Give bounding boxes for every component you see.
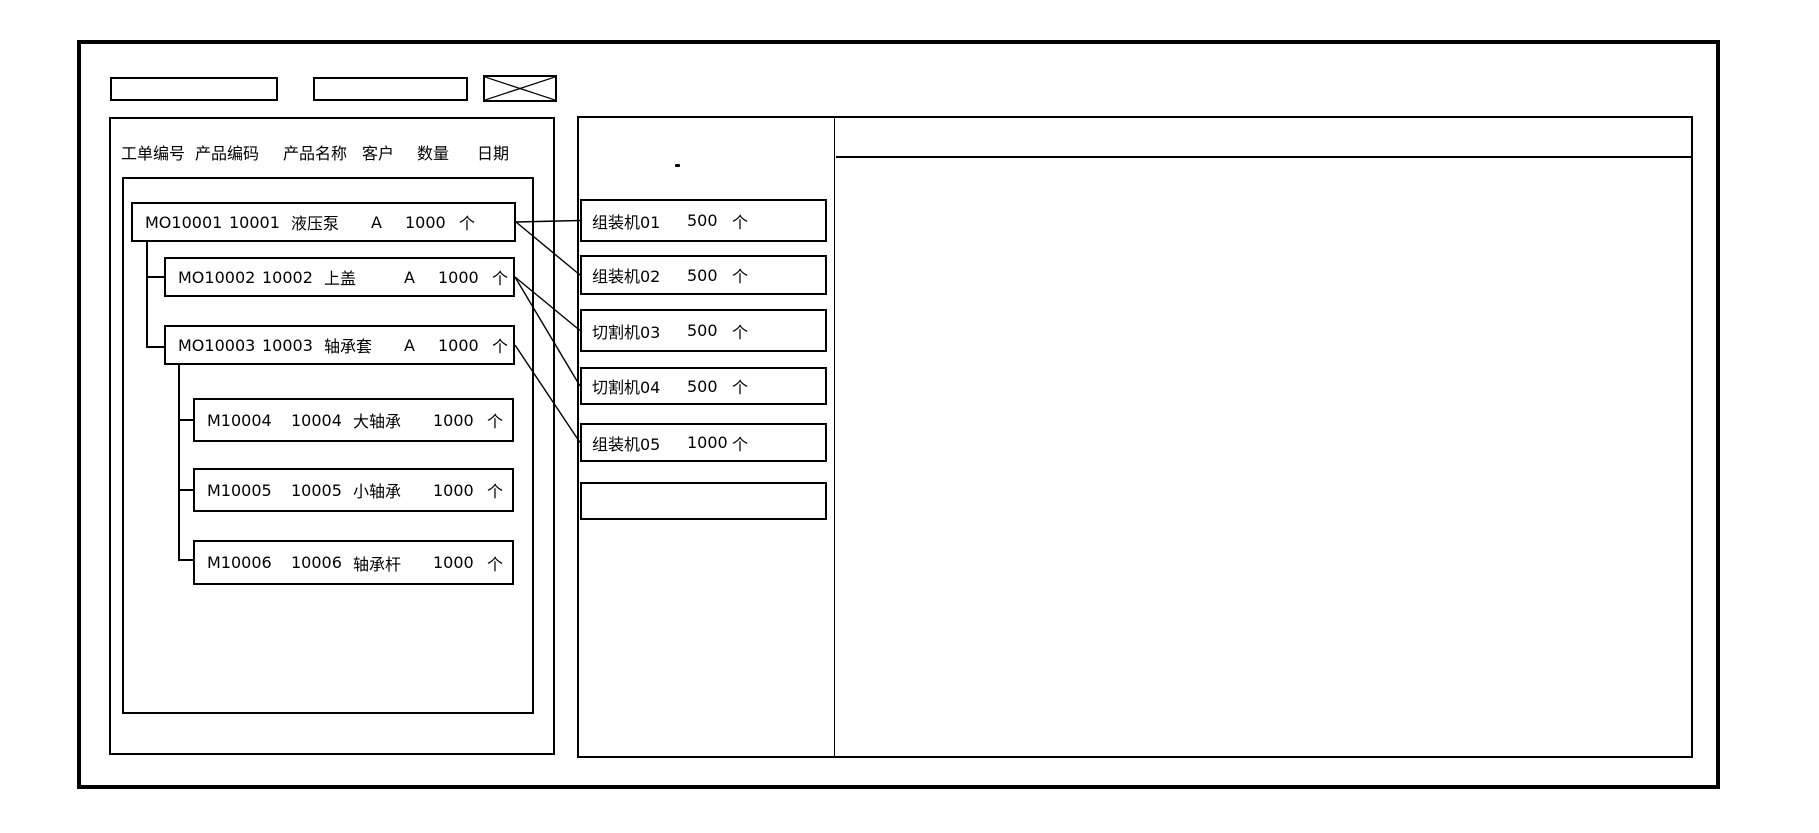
workcenter-name: 切割机04	[592, 378, 661, 397]
tree-connector-line	[146, 276, 164, 278]
quantity: 1000	[438, 335, 479, 355]
product-code: 10001	[229, 212, 280, 232]
order-card-m10004[interactable]: M10004 10004 大轴承 1000 个	[193, 398, 514, 442]
tree-connector-line	[178, 559, 193, 561]
product-code: 10002	[262, 267, 313, 287]
order-card-mo10001[interactable]: MO10001 10001 液压泵 A 1000 个	[131, 202, 516, 242]
quantity: 1000	[433, 410, 474, 430]
image-placeholder-icon	[483, 75, 557, 102]
column-header-2: 产品编码	[195, 144, 260, 163]
detail-header-divider	[836, 156, 1693, 158]
workcenter-name: 组装机01	[592, 212, 661, 232]
product-name: 液压泵	[291, 214, 340, 233]
product-name: 小轴承	[353, 482, 402, 501]
order-card-mo10003[interactable]: MO10003 10003 轴承套 A 1000 个	[164, 325, 515, 365]
unit: 个	[487, 482, 504, 501]
workcenter-name: 切割机03	[592, 322, 661, 342]
dot-mark	[675, 164, 680, 167]
tree-connector-line	[146, 242, 148, 348]
workcenter-card-4[interactable]: 切割机04 500 个	[580, 367, 827, 405]
toolbar-field-1[interactable]	[110, 77, 278, 101]
unit: 个	[492, 269, 509, 288]
quantity: 1000	[433, 480, 474, 500]
quantity: 1000	[405, 212, 446, 232]
order-card-mo10002[interactable]: MO10002 10002 上盖 A 1000 个	[164, 257, 515, 297]
column-header-6: 日期	[477, 144, 510, 163]
product-name: 上盖	[324, 269, 357, 288]
column-header-4: 客户	[362, 144, 395, 163]
toolbar-field-2[interactable]	[313, 77, 468, 101]
workcenter-card-empty[interactable]	[580, 482, 827, 520]
order-no: M10006	[207, 553, 272, 572]
x-cross-icon	[485, 77, 555, 100]
tree-connector-line	[178, 419, 193, 421]
tree-connector-line	[178, 365, 180, 561]
product-name: 轴承杆	[353, 554, 402, 574]
order-card-m10005[interactable]: M10005 10005 小轴承 1000 个	[193, 468, 514, 512]
tree-connector-line	[146, 346, 164, 348]
unit: 个	[487, 412, 504, 431]
unit: 个	[492, 337, 509, 356]
product-name: 轴承套	[324, 337, 373, 356]
customer: A	[404, 335, 415, 355]
order-card-m10006[interactable]: M10006 10006 轴承杆 1000 个	[193, 540, 514, 585]
quantity: 500	[687, 376, 718, 396]
product-code: 10004	[291, 410, 342, 430]
customer: A	[371, 212, 382, 232]
detail-panel	[835, 116, 1693, 758]
column-header-3: 产品名称	[283, 144, 348, 163]
unit: 个	[459, 214, 476, 233]
unit: 个	[487, 554, 504, 574]
order-no: M10004	[207, 410, 272, 430]
order-no: MO10001	[145, 212, 223, 232]
workcenter-name: 组装机05	[592, 434, 661, 454]
unit: 个	[732, 434, 749, 454]
order-no: MO10002	[178, 267, 256, 287]
order-no: MO10003	[178, 335, 256, 355]
quantity: 500	[687, 265, 718, 285]
workcenter-card-2[interactable]: 组装机02 500 个	[580, 255, 827, 295]
customer: A	[404, 267, 415, 287]
workcenter-card-3[interactable]: 切割机03 500 个	[580, 309, 827, 352]
quantity: 500	[687, 211, 718, 230]
order-no: M10005	[207, 480, 272, 500]
product-code: 10006	[291, 553, 342, 572]
unit: 个	[732, 322, 749, 342]
quantity: 1000	[438, 267, 479, 287]
product-code: 10005	[291, 480, 342, 500]
column-header-5: 数量	[417, 144, 450, 163]
workcenter-card-1[interactable]: 组装机01 500 个	[580, 199, 827, 242]
quantity: 1000	[687, 433, 728, 452]
quantity: 1000	[433, 553, 474, 572]
workcenter-name: 组装机02	[592, 267, 661, 286]
unit: 个	[732, 378, 749, 397]
unit: 个	[732, 267, 749, 286]
quantity: 500	[687, 321, 718, 340]
product-name: 大轴承	[353, 412, 402, 431]
product-code: 10003	[262, 335, 313, 355]
column-header-1: 工单编号	[121, 144, 186, 163]
tree-connector-line	[178, 489, 193, 491]
unit: 个	[732, 212, 749, 232]
